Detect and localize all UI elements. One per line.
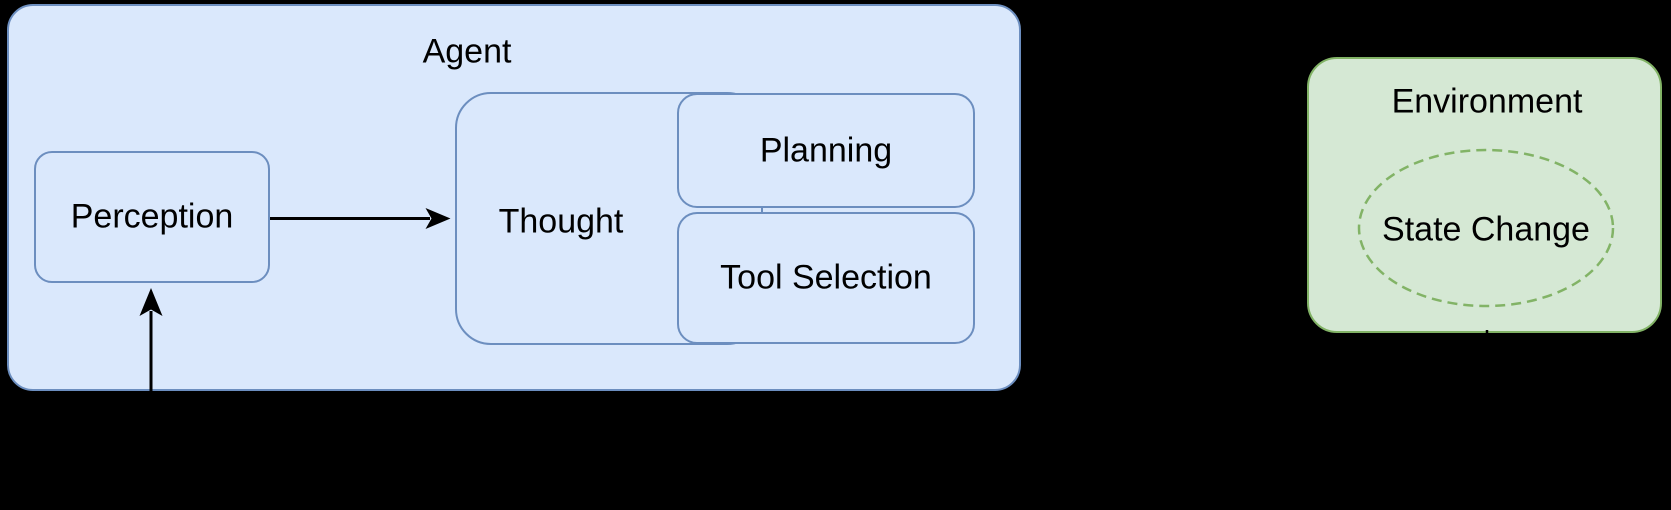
perception-node [34, 151, 270, 283]
tool-selection-node [677, 212, 975, 344]
thought-label: Thought [498, 202, 624, 241]
planning-node [677, 93, 975, 208]
perception-label: Perception [70, 197, 234, 236]
planning-label: Planning [759, 131, 893, 170]
state-change-label: State Change [1382, 210, 1590, 249]
environment-label: Environment [1391, 82, 1583, 121]
tool-selection-label: Tool Selection [720, 258, 932, 297]
agent-label: Agent [422, 32, 512, 71]
